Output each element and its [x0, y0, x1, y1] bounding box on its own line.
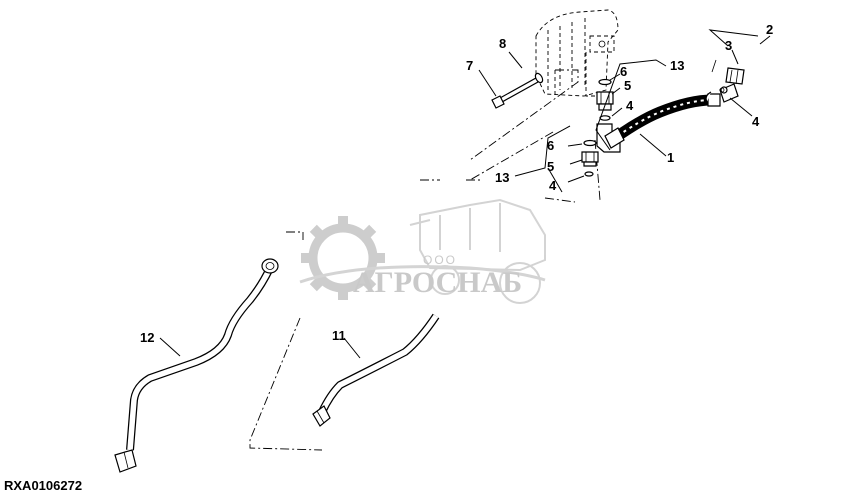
callouts: 1 2 3 4 4 4 5 5 6 6 7 8 11 12 13 13	[140, 22, 773, 345]
callout-4c: 4	[549, 178, 557, 193]
centerlines	[249, 69, 601, 451]
tube-12-bottom-nut	[114, 449, 137, 473]
washer-8	[534, 72, 544, 84]
tube-12	[114, 258, 279, 473]
watermark-brand: АГРОСНАБ	[353, 266, 522, 299]
callout-13a: 13	[670, 58, 684, 73]
callout-4a: 4	[752, 114, 760, 129]
tube-11-end-fitting	[312, 405, 331, 427]
callout-5b: 5	[547, 159, 554, 174]
callout-2: 2	[766, 22, 773, 37]
callout-3: 3	[725, 38, 732, 53]
callout-11: 11	[332, 328, 346, 343]
hose-1	[604, 93, 721, 149]
top-right-fittings	[705, 59, 745, 103]
figure-id: RXA0106272	[4, 478, 82, 493]
tube-11	[312, 313, 440, 427]
callout-12: 12	[140, 330, 154, 345]
callout-1: 1	[667, 150, 674, 165]
bolt-7	[491, 77, 539, 109]
tube-12-top-nut	[261, 258, 279, 274]
leader-lines	[159, 29, 771, 359]
callout-6b: 6	[547, 138, 554, 153]
callout-4b: 4	[626, 98, 634, 113]
callout-7: 7	[466, 58, 473, 73]
callout-6a: 6	[620, 64, 627, 79]
callout-8: 8	[499, 36, 506, 51]
watermark-prefix: ООО	[423, 253, 457, 267]
lower-fitting-stack	[581, 139, 599, 177]
pump-housing	[535, 9, 619, 97]
callout-13b: 13	[495, 170, 509, 185]
callout-5a: 5	[624, 78, 631, 93]
watermark: ООО АГРОСНАБ	[299, 198, 546, 304]
